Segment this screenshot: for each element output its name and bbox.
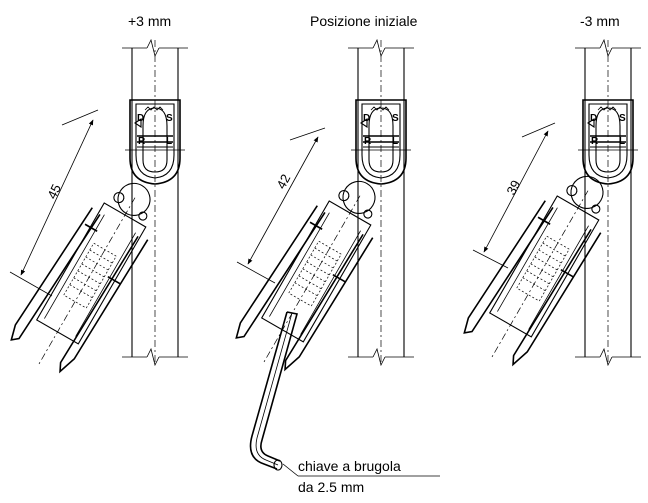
marker-r-left: R <box>138 136 146 147</box>
allen-key <box>249 311 440 477</box>
marker-r-right: R <box>591 136 599 147</box>
key-label-line1: chiave a brugola <box>298 458 401 474</box>
title-initial-position: Posizione iniziale <box>310 13 418 29</box>
marker-d-left: D <box>137 113 144 124</box>
title-plus3: +3 mm <box>128 13 171 29</box>
marker-l-left: L <box>166 136 172 147</box>
marker-r-center: R <box>364 136 372 147</box>
assembly-minus3: 39 D S R L <box>455 39 642 377</box>
marker-d-right: D <box>590 113 597 124</box>
marker-d-center: D <box>363 113 370 124</box>
marker-s-center: S <box>392 113 399 124</box>
marker-l-right: L <box>619 136 625 147</box>
title-minus3: -3 mm <box>580 13 620 29</box>
assembly-plus3: 45 D S R L <box>2 39 189 384</box>
dimension-42: 42 <box>273 172 293 192</box>
marker-l-center: L <box>392 136 398 147</box>
assembly-initial: 42 D S R L chiave a brugola da 2.5 mm <box>227 39 440 495</box>
key-label-line2: da 2.5 mm <box>298 479 364 495</box>
marker-s-left: S <box>166 113 173 124</box>
marker-s-right: S <box>619 113 626 124</box>
dimension-45: 45 <box>44 182 64 202</box>
dimension-39: 39 <box>503 178 523 198</box>
